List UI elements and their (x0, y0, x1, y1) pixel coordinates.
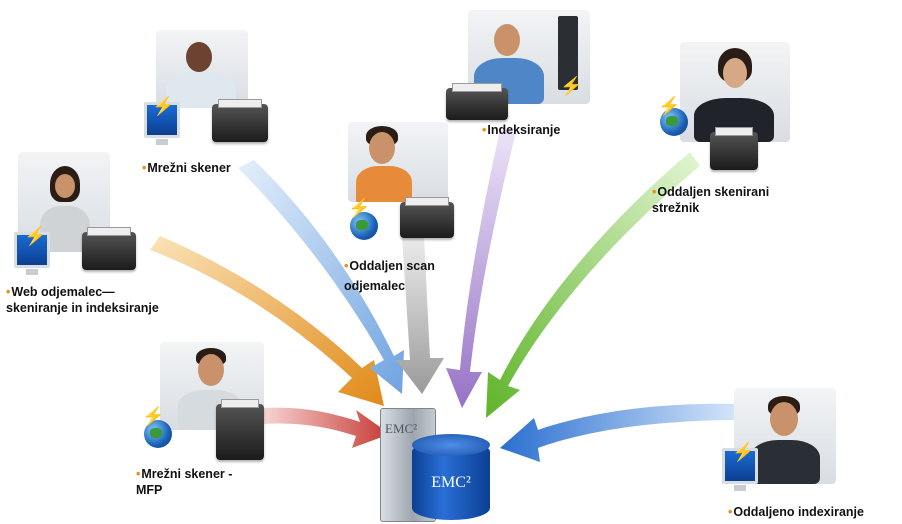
globe-icon (350, 212, 378, 240)
mfp-icon (216, 399, 264, 460)
person-photo (348, 122, 448, 202)
scanner-icon (82, 227, 136, 270)
arrow-mrezni-skener (238, 160, 404, 394)
arrow-oddaljen-scan (396, 236, 444, 394)
node-label: •Web odjemalec— skeniranje in indeksiran… (6, 285, 159, 315)
arrow-indeksiranje (446, 130, 516, 408)
node-oddaljeno-index: ⚡ •Oddaljeno indexiranje (716, 386, 902, 524)
node-indeksiranje: ⚡ •Indeksiranje (440, 4, 600, 144)
arrow-web-odjemalec (150, 236, 384, 406)
scanner-icon (710, 127, 758, 170)
lightning-icon: ⚡ (24, 226, 47, 246)
tower-logo-text: EMC² (385, 421, 418, 436)
database-top (412, 434, 490, 456)
node-label: •Mrežni skener (142, 161, 231, 175)
person-photo (18, 152, 110, 252)
lightning-icon: ⚡ (658, 96, 681, 116)
node-mrezni-skener: ⚡ •Mrežni skener (140, 28, 270, 178)
globe-icon (144, 420, 172, 448)
scanner-icon (446, 83, 508, 120)
node-label: •Oddaljeno indexiranje (728, 505, 864, 519)
lightning-icon: ⚡ (142, 406, 165, 426)
monitor-icon (14, 232, 50, 275)
arrow-oddaljeno-index (500, 403, 740, 462)
arrow-oddaljen-skenirani (486, 152, 700, 418)
person-photo (156, 30, 248, 108)
node-label: •Mrežni skener - MFP (136, 467, 233, 497)
lightning-icon: ⚡ (560, 76, 583, 96)
database-logo-text: EMC² (431, 474, 471, 491)
node-label: •Oddaljen skenirani strežnik (652, 185, 770, 215)
node-web-odjemalec: ⚡ •Web odjemalec— skeniranje in indeksir… (0, 150, 220, 320)
monitor-icon (722, 448, 758, 491)
node-label: •Indeksiranje (482, 123, 561, 137)
globe-icon (660, 108, 688, 136)
node-oddaljen-scan: ⚡ •Oddaljen scan odjemalec (340, 120, 470, 300)
lightning-icon: ⚡ (348, 198, 371, 218)
node-label: •Oddaljen scan odjemalec (344, 259, 435, 293)
scanner-icon (400, 197, 454, 238)
node-mrezni-mfp: ⚡ •Mrežni skener - MFP (130, 340, 280, 500)
emc-server: EMC² EMC² (380, 404, 492, 522)
scanner-icon (212, 99, 268, 142)
arrow-mrezni-mfp (262, 407, 390, 448)
monitor-icon (144, 102, 180, 145)
node-oddaljen-skenirani: ⚡ •Oddaljen skenirani strežnik (650, 40, 830, 230)
lightning-icon: ⚡ (732, 442, 755, 462)
lightning-icon: ⚡ (152, 96, 175, 116)
